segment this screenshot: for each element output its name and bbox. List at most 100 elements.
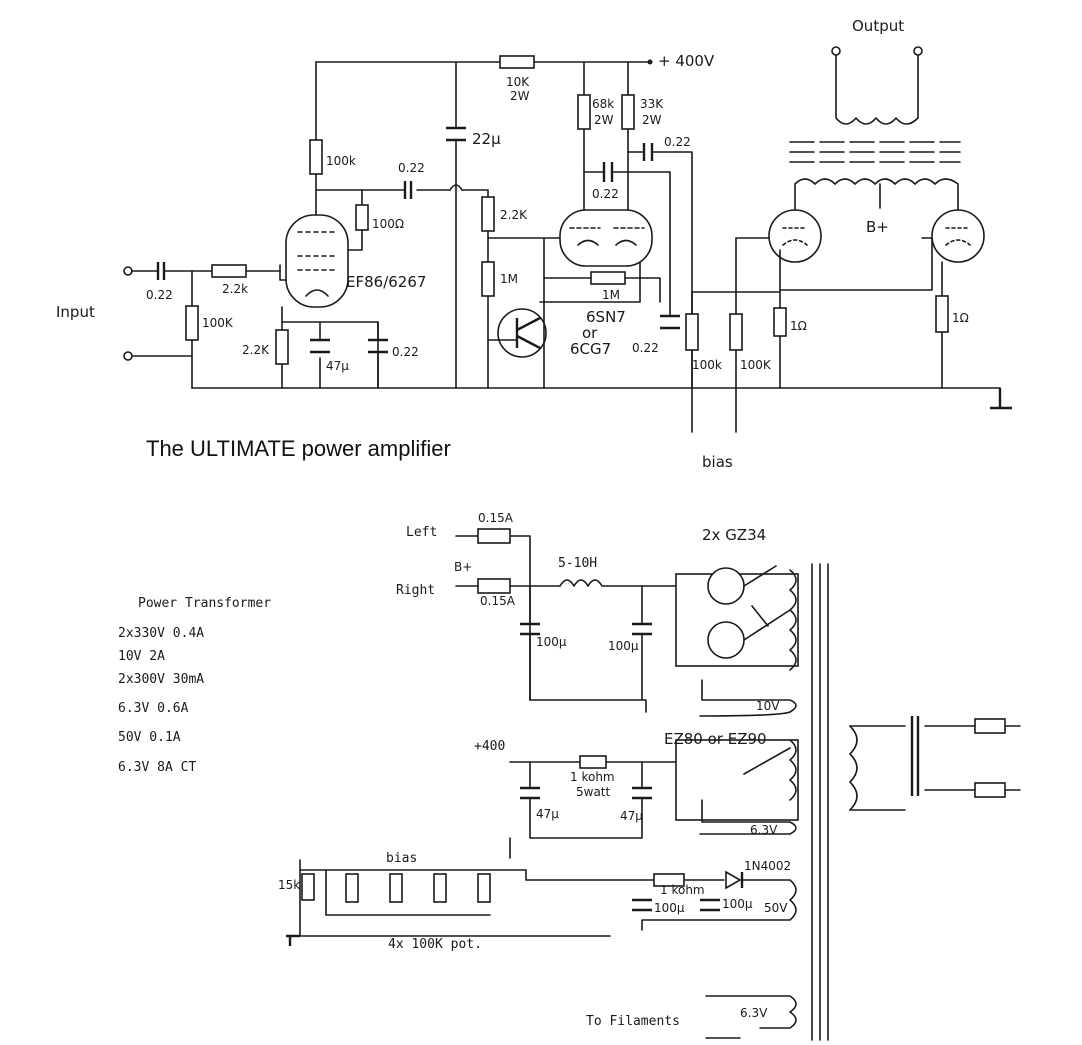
r-pi-fb-label: 1M bbox=[602, 288, 620, 302]
c2-label: 100μ bbox=[608, 639, 639, 653]
resistor-15k bbox=[301, 873, 315, 901]
pi-plate-resistor-a bbox=[577, 94, 591, 130]
input-capacitor bbox=[156, 262, 166, 280]
resistor-1k-bias bbox=[653, 873, 685, 887]
r-bias-b-label: 100K bbox=[740, 358, 772, 372]
psu-input-wires bbox=[455, 535, 561, 701]
c5-label: 100μ bbox=[654, 901, 685, 915]
bias-resistor-a bbox=[685, 313, 699, 351]
input-terminal-top bbox=[123, 266, 133, 276]
w10v-label: 10V bbox=[756, 699, 780, 713]
c-in-label: 0.22 bbox=[146, 288, 173, 302]
coupling-capacitor bbox=[403, 181, 413, 199]
cathode-caps bbox=[310, 338, 388, 354]
r-drop-a-label: 10K bbox=[506, 75, 530, 89]
power-supply-circuit: Power Transformer 2x330V 0.4A 10V 2A 2x3… bbox=[118, 511, 1021, 1041]
cathode-resistor bbox=[275, 329, 289, 365]
bias-label: bias bbox=[702, 453, 733, 471]
pt-primary bbox=[849, 725, 858, 811]
cathode-resistor-left bbox=[773, 307, 787, 337]
dropping-resistor bbox=[499, 55, 535, 69]
filter-wires-1 bbox=[529, 585, 647, 713]
r-pl-a1-label: 68k bbox=[592, 97, 614, 111]
r-drop-b-label: 2W bbox=[510, 89, 530, 103]
c-pi-b-label: 0.22 bbox=[664, 135, 691, 149]
supply-label: + 400V bbox=[658, 52, 715, 70]
tube2-b-label: or bbox=[582, 324, 598, 342]
r-k-a-label: 1Ω bbox=[790, 319, 807, 333]
pt-title: Power Transformer bbox=[138, 596, 271, 611]
r-pi-1m-label: 1M bbox=[500, 272, 518, 286]
cathode-resistor-right bbox=[935, 295, 949, 333]
r-1k2-label: 1 kohm bbox=[660, 883, 705, 897]
pt-line-1: 2x330V 0.4A bbox=[118, 626, 204, 641]
filaments-label: To Filaments bbox=[586, 1014, 680, 1029]
rect2-label: EZ80 or EZ90 bbox=[664, 730, 767, 748]
ef86-tube bbox=[285, 214, 349, 308]
amplifier-circuit: Input + 400V Output B+ bias 0.22 2.2k 10… bbox=[56, 17, 1012, 471]
gz34-tube-b bbox=[707, 621, 745, 659]
page-title: The ULTIMATE power amplifier bbox=[146, 436, 451, 461]
screen-resistor bbox=[355, 204, 369, 231]
r-pl-a2-label: 2W bbox=[594, 113, 614, 127]
c6-label: 100μ bbox=[722, 897, 753, 911]
c3-label: 47μ bbox=[536, 807, 559, 821]
ground-symbol bbox=[990, 388, 1012, 410]
output-terminal-a bbox=[831, 46, 841, 56]
c-couple1-label: 0.22 bbox=[398, 161, 425, 175]
plus400-label: +400 bbox=[474, 739, 505, 754]
supply-400-wires bbox=[509, 761, 677, 859]
tube1-label: EF86/6267 bbox=[346, 273, 426, 291]
pt-line-2: 10V 2A bbox=[118, 649, 165, 664]
r-pl-b2-label: 2W bbox=[642, 113, 662, 127]
bias-pot-3 bbox=[433, 873, 447, 903]
bias-resistor-b bbox=[729, 313, 743, 351]
bias-supply-wires bbox=[525, 869, 797, 931]
pi-grid-wire bbox=[487, 230, 571, 389]
fuse-left bbox=[477, 528, 511, 544]
rect1-label: 2x GZ34 bbox=[702, 526, 766, 544]
mains-fuse-b bbox=[974, 782, 1006, 798]
r15k-label: 15k bbox=[278, 878, 300, 892]
winding-10v bbox=[699, 679, 797, 717]
pt-line-3: 2x300V 30mA bbox=[118, 672, 204, 687]
output-tube-right bbox=[931, 209, 985, 263]
output-terminal-b bbox=[913, 46, 923, 56]
ot-primary bbox=[794, 178, 959, 211]
input-label: Input bbox=[56, 303, 95, 321]
w50v-label: 50V bbox=[764, 901, 788, 915]
pi-feedback-resistor bbox=[590, 271, 626, 285]
diode-1n4002 bbox=[725, 870, 742, 890]
pi-coupling-wires bbox=[583, 151, 693, 389]
ecc-tube bbox=[559, 209, 653, 267]
choke bbox=[559, 579, 677, 587]
mains-fuse-a bbox=[974, 718, 1006, 734]
c-res-label: 22μ bbox=[472, 130, 501, 148]
bias-wires bbox=[691, 237, 781, 433]
r-in-label: 100K bbox=[202, 316, 234, 330]
r-grid-label: 2.2k bbox=[222, 282, 248, 296]
resistor-1k bbox=[579, 755, 607, 769]
output-coupling-cap bbox=[660, 314, 680, 330]
r-screen-label: 100Ω bbox=[372, 217, 404, 231]
c-cath1b-label: 0.22 bbox=[392, 345, 419, 359]
screen-wire bbox=[347, 189, 363, 251]
ot-core bbox=[789, 141, 961, 163]
diode-label: 1N4002 bbox=[744, 859, 791, 873]
fuse-l-label: 0.15A bbox=[478, 511, 514, 525]
r-plate1-label: 100k bbox=[326, 154, 356, 168]
filament-winding bbox=[705, 995, 797, 1039]
tube2-c-label: 6CG7 bbox=[570, 340, 611, 358]
b-plus-label: B+ bbox=[866, 218, 889, 236]
fuse-r-label: 0.15A bbox=[480, 594, 516, 608]
pt-line-4: 6.3V 0.6A bbox=[118, 701, 189, 716]
right-label: Right bbox=[396, 583, 435, 598]
r-k-b-label: 1Ω bbox=[952, 311, 969, 325]
c1-label: 100μ bbox=[536, 635, 567, 649]
c-cath1-label: 47μ bbox=[326, 359, 349, 373]
reservoir-capacitor bbox=[446, 126, 466, 142]
hv-winding bbox=[789, 569, 797, 671]
output-label: Output bbox=[852, 17, 904, 35]
r-pl-b1-label: 33K bbox=[640, 97, 664, 111]
tube2-a-label: 6SN7 bbox=[586, 308, 626, 326]
